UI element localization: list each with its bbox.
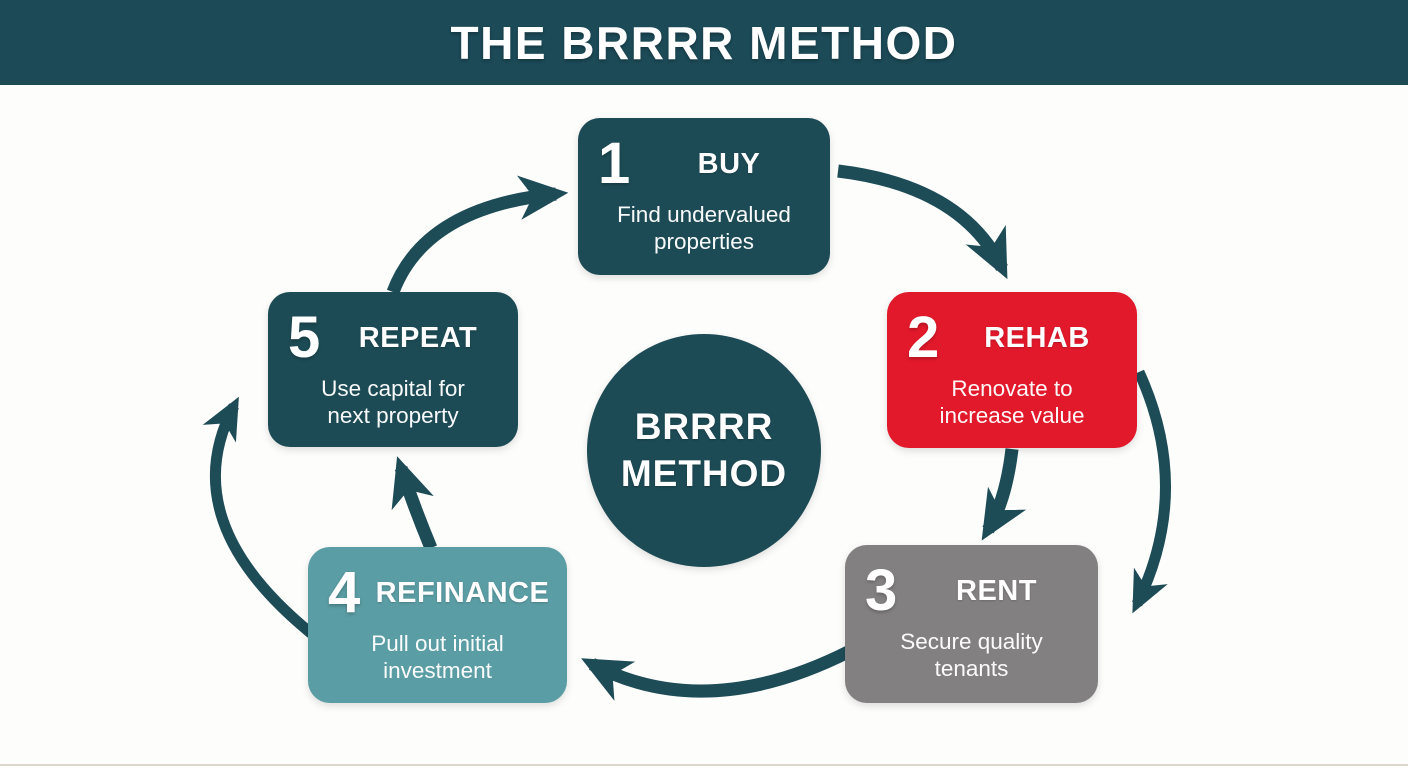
step-buy-desc-line2: properties	[653, 228, 755, 254]
step-buy-number: 1	[598, 131, 631, 196]
step-repeat: 5 REPEAT Use capital for next property	[268, 292, 518, 447]
step-repeat-head: 5 REPEAT	[268, 308, 518, 368]
step-buy-desc-line1: Find undervalued	[617, 202, 791, 227]
center-label-line1: BRRRR	[634, 406, 774, 448]
step-rent-desc-line1: Secure quality	[900, 629, 1043, 654]
step-repeat-desc-line2: next property	[327, 402, 459, 428]
arrow-outer-right-arc	[1132, 369, 1171, 614]
step-rehab-head: 2 REHAB	[887, 308, 1137, 368]
step-repeat-number: 5	[288, 305, 321, 370]
step-rent: 3 RENT Secure quality tenants	[845, 545, 1098, 703]
step-buy: 1 BUY Find undervalued properties	[578, 118, 830, 275]
step-refinance-description: Pull out initial investment	[308, 631, 567, 684]
step-refinance-number: 4	[328, 560, 361, 625]
step-refinance: 4 REFINANCE Pull out initial investment	[308, 547, 567, 703]
step-rehab-desc-line1: Renovate to	[951, 376, 1073, 401]
step-repeat-desc-line1: Use capital for	[321, 376, 465, 401]
step-rehab-number: 2	[907, 305, 940, 370]
arrow-refinance-to-repeat	[391, 456, 438, 551]
step-rent-desc-line2: tenants	[934, 655, 1009, 681]
center-label-line2: METHOD	[620, 452, 788, 494]
center-circle: BRRRR METHOD	[587, 334, 821, 567]
step-rent-title: RENT	[956, 574, 1037, 607]
step-rent-number: 3	[865, 558, 898, 623]
step-buy-title: BUY	[697, 147, 761, 180]
step-rehab-desc-line2: increase value	[939, 402, 1085, 428]
step-rehab-description: Renovate to increase value	[887, 376, 1137, 429]
step-repeat-description: Use capital for next property	[268, 376, 518, 429]
step-refinance-desc-line1: Pull out initial	[371, 631, 504, 656]
page-title: THE BRRRR METHOD	[450, 16, 958, 69]
step-rehab-title: REHAB	[984, 321, 1090, 354]
step-refinance-head: 4 REFINANCE	[308, 563, 567, 623]
header-bar: THE BRRRR METHOD	[0, 0, 1408, 85]
step-refinance-desc-line2: investment	[383, 657, 492, 683]
arrow-rehab-to-rent	[981, 448, 1027, 541]
arrow-rent-to-refinance	[581, 645, 853, 701]
arrow-outer-left-arc	[202, 396, 316, 639]
step-refinance-title: REFINANCE	[375, 576, 550, 609]
arrow-buy-to-rehab	[837, 164, 1008, 280]
step-rehab: 2 REHAB Renovate to increase value	[887, 292, 1137, 448]
step-rent-head: 3 RENT	[845, 561, 1098, 621]
step-repeat-title: REPEAT	[358, 321, 478, 354]
step-rent-description: Secure quality tenants	[845, 629, 1098, 682]
arrow-repeat-to-buy	[386, 175, 569, 295]
step-buy-head: 1 BUY	[578, 134, 830, 194]
step-buy-description: Find undervalued properties	[578, 202, 830, 255]
bottom-divider	[0, 764, 1408, 766]
